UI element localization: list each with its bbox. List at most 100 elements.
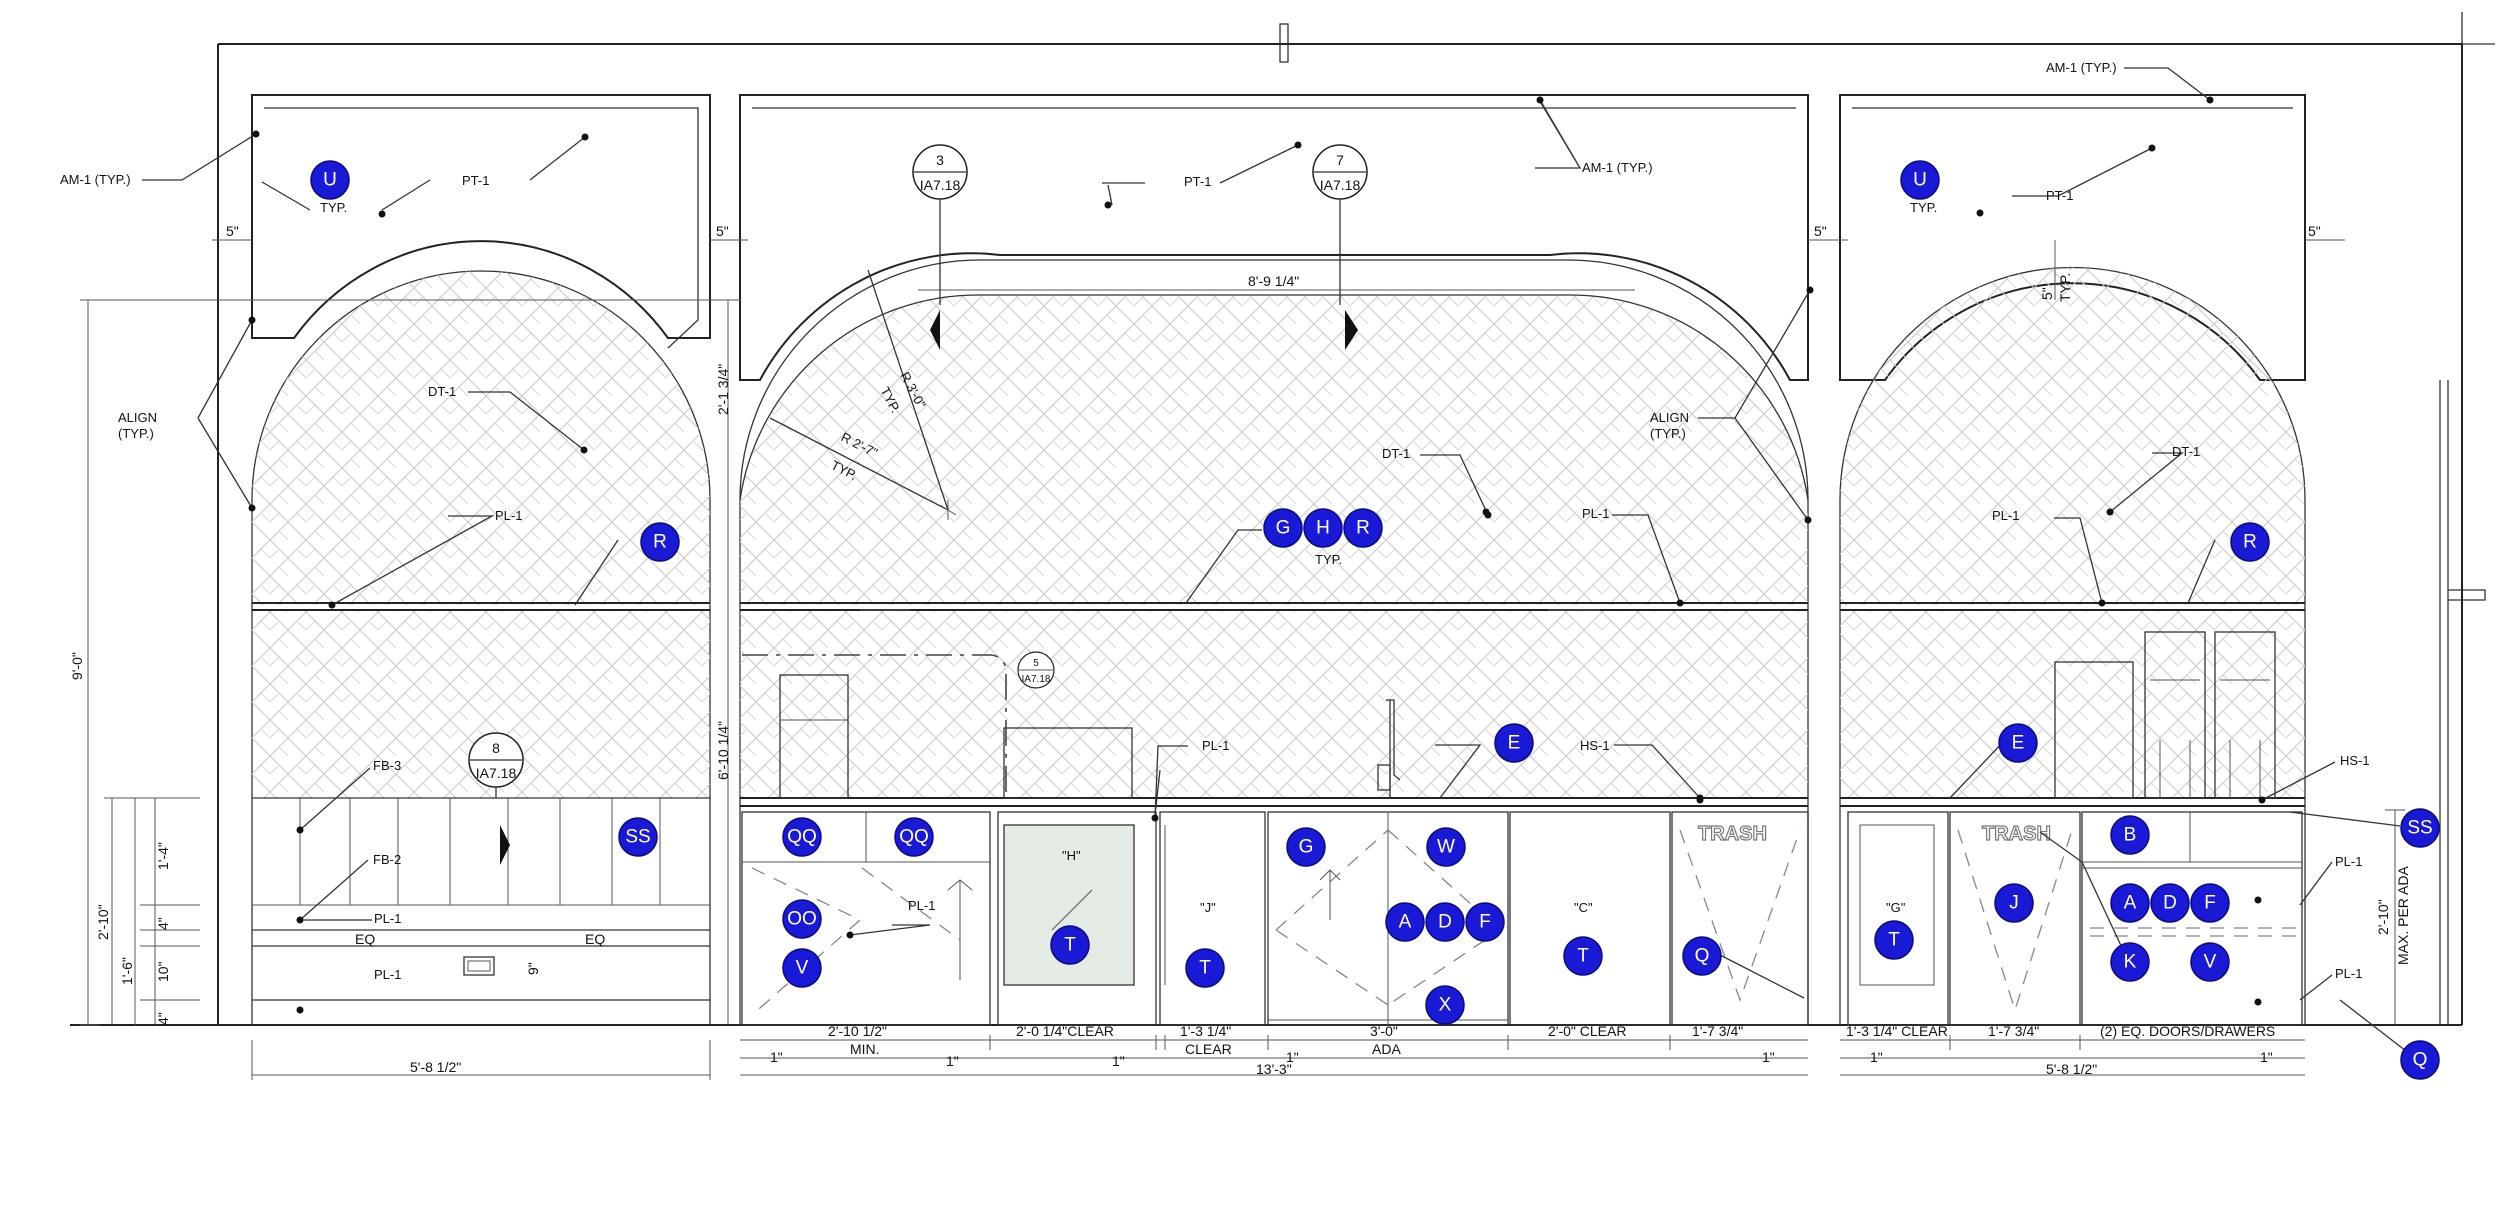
- tag-oo[interactable]: OO: [782, 899, 822, 939]
- tag-circle: [2110, 815, 2150, 855]
- label-pt1-right: PT-1: [2046, 188, 2073, 203]
- label-am1-left: AM-1 (TYP.): [60, 172, 131, 187]
- tag-t[interactable]: T: [1874, 920, 1914, 960]
- tag-label: H: [1316, 518, 1330, 539]
- tag-q[interactable]: Q: [2400, 1040, 2440, 1080]
- dim-1-g: 1": [2260, 1049, 2273, 1065]
- dim-ada: ADA: [1372, 1041, 1401, 1057]
- tag-e[interactable]: E: [1998, 723, 2038, 763]
- section-bubble-5[interactable]: 5 IA7.18: [1017, 651, 1055, 689]
- label-hs1-center: HS-1: [1580, 738, 1610, 753]
- label-pl1-left-b: PL-1: [374, 911, 401, 926]
- dim-5-d: 5": [2308, 223, 2321, 239]
- tag-qq[interactable]: QQ: [894, 817, 934, 857]
- dim-2-0-clear: 2'-0 1/4"CLEAR: [1016, 1023, 1114, 1039]
- dim-1-3: 1'-3 1/4": [1180, 1023, 1231, 1039]
- tag-t[interactable]: T: [1050, 925, 1090, 965]
- dim-5-vert: 5": [2039, 287, 2055, 300]
- label-fb2: FB-2: [373, 852, 401, 867]
- tag-label: QQ: [787, 827, 817, 848]
- label-dt1-right: DT-1: [2172, 444, 2200, 459]
- tag-x[interactable]: X: [1425, 985, 1465, 1025]
- dim-3-0: 3'-0": [1370, 1023, 1398, 1039]
- label-pl1-center: PL-1: [1582, 506, 1609, 521]
- label-pt1-center: PT-1: [1184, 174, 1211, 189]
- tag-ss[interactable]: SS: [618, 817, 658, 857]
- tag-t[interactable]: T: [1185, 948, 1225, 988]
- tag-label: X: [1439, 995, 1452, 1016]
- tag-label: U: [323, 170, 337, 191]
- tag-label: J: [2009, 893, 2019, 914]
- tag-d[interactable]: D: [1425, 902, 1465, 942]
- label-dt1-center: DT-1: [1382, 446, 1410, 461]
- dim-2-10-left: 2'-10": [95, 904, 111, 940]
- tag-label: E: [2012, 733, 2025, 754]
- trash-label-center: TRASH: [1698, 823, 1767, 845]
- tag-q[interactable]: Q: [1682, 936, 1722, 976]
- tag-w[interactable]: W: [1426, 827, 1466, 867]
- tag-g[interactable]: G: [1286, 827, 1326, 867]
- tag-k[interactable]: K: [2110, 942, 2150, 982]
- label-pl1-oo: PL-1: [908, 898, 935, 913]
- tag-circle: [2190, 942, 2230, 982]
- tag-circle: [1425, 985, 1465, 1025]
- tag-label: SS: [625, 827, 650, 848]
- section-bubble-8[interactable]: 8 IA7.18: [468, 732, 524, 798]
- dim-1-b: 1": [946, 1053, 959, 1069]
- leader-lines: [142, 67, 2416, 1059]
- label-align-typ-center: (TYP.): [1650, 426, 1686, 441]
- tag-d[interactable]: D: [2150, 883, 2190, 923]
- tag-circle: [1343, 508, 1383, 548]
- tag-f[interactable]: F: [1465, 902, 1505, 942]
- section-bubble-7[interactable]: 7 IA7.18: [1312, 144, 1368, 305]
- tag-circle: [1563, 936, 1603, 976]
- tag-a[interactable]: A: [1385, 902, 1425, 942]
- tag-a[interactable]: A: [2110, 883, 2150, 923]
- center-bay: [739, 94, 1809, 1026]
- tag-ss[interactable]: SS: [2400, 808, 2440, 848]
- dim-2-10-right: 2'-10": [2375, 899, 2391, 935]
- tag-r[interactable]: R: [640, 522, 680, 562]
- tag-circle: [2400, 808, 2440, 848]
- dim-1-d: 1": [1286, 1049, 1299, 1065]
- dim-clear: CLEAR: [1185, 1041, 1232, 1057]
- dim-4-b: 4": [155, 1012, 171, 1025]
- tag-label: Q: [2413, 1050, 2428, 1071]
- tag-circle: [894, 817, 934, 857]
- label-align-typ-left: (TYP.): [118, 426, 154, 441]
- tag-u[interactable]: U: [1900, 160, 1940, 200]
- tag-circle: [1465, 902, 1505, 942]
- label-pt1-left: PT-1: [462, 173, 489, 188]
- dim-1-7: 1'-7 3/4": [1692, 1023, 1743, 1039]
- tag-circle: [2150, 883, 2190, 923]
- dim-5-a: 5": [226, 223, 239, 239]
- label-pl1-right-b: PL-1: [2335, 854, 2362, 869]
- tag-b[interactable]: B: [2110, 815, 2150, 855]
- tag-qq[interactable]: QQ: [782, 817, 822, 857]
- tag-f[interactable]: F: [2190, 883, 2230, 923]
- dim-1-a: 1": [770, 1049, 783, 1065]
- tag-v[interactable]: V: [2190, 942, 2230, 982]
- bubble-8-num: 8: [492, 740, 500, 756]
- label-typ-u-right: TYP.: [1910, 200, 1937, 215]
- tag-g[interactable]: G: [1263, 508, 1303, 548]
- tag-circle: [1263, 508, 1303, 548]
- tag-t[interactable]: T: [1563, 936, 1603, 976]
- tag-j[interactable]: J: [1994, 883, 2034, 923]
- tag-circle: [1900, 160, 1940, 200]
- tag-v[interactable]: V: [782, 948, 822, 988]
- tag-u[interactable]: U: [310, 160, 350, 200]
- bubble-3-ref: IA7.18: [920, 177, 961, 193]
- section-bubble-3[interactable]: 3 IA7.18: [912, 144, 968, 305]
- dim-6-10: 6'-10 1/4": [715, 721, 731, 780]
- tag-e[interactable]: E: [1494, 723, 1534, 763]
- tag-r[interactable]: R: [2230, 522, 2270, 562]
- tag-r[interactable]: R: [1343, 508, 1383, 548]
- tag-circle: [1426, 827, 1466, 867]
- tag-h[interactable]: H: [1303, 508, 1343, 548]
- label-hs1-right: HS-1: [2340, 753, 2370, 768]
- dim-9-0: 9'-0": [69, 652, 85, 680]
- tag-label: F: [2204, 893, 2216, 914]
